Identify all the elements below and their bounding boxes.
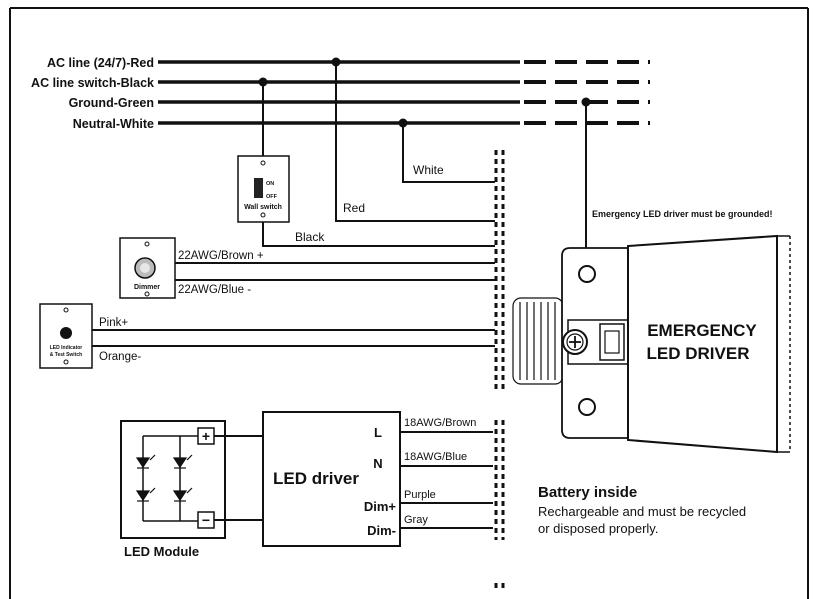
heat-sink xyxy=(512,297,564,385)
led-diodes xyxy=(135,454,193,502)
terminal-dim-minus: Dim- xyxy=(367,523,396,538)
brown18-wire-label: 18AWG/Brown xyxy=(404,417,476,429)
switch-on-label: ON xyxy=(266,181,274,187)
mount-hole-bottom xyxy=(578,398,596,416)
black-wire-label: Black xyxy=(295,230,325,244)
mount-hole-top xyxy=(578,265,596,283)
terminal-n: N xyxy=(373,456,382,471)
blue22-wire-label: 22AWG/Blue - xyxy=(178,284,251,296)
pink-wire-label: Pink+ xyxy=(99,317,128,329)
wall-switch-label: Wall switch xyxy=(244,204,282,211)
minus-sign: − xyxy=(202,512,210,528)
terminal-l: L xyxy=(374,425,382,440)
ground-note: Emergency LED driver must be grounded! xyxy=(592,209,773,219)
junction-boundary xyxy=(494,150,505,590)
neutral-white-label: Neutral-White xyxy=(73,117,154,131)
battery-title: Battery inside xyxy=(538,484,637,501)
ac-line-black-label: AC line switch-Black xyxy=(31,76,154,90)
battery-line-2: or disposed properly. xyxy=(538,521,658,536)
indicator-label-1: LED Indicator xyxy=(50,345,83,351)
led-module: + − LED Module xyxy=(120,420,226,559)
led-module-label: LED Module xyxy=(124,544,199,559)
indicator-label-2: & Test Switch xyxy=(50,352,82,358)
purple-wire-label: Purple xyxy=(404,489,436,501)
brown22-wire-label: 22AWG/Brown + xyxy=(178,250,264,262)
led-indicator-test-switch: LED Indicator & Test Switch xyxy=(39,303,93,369)
wall-switch: ON OFF Wall switch xyxy=(237,155,290,223)
indicator-lamp xyxy=(60,327,72,339)
module-driver-wires xyxy=(214,435,263,521)
gray-wire-label: Gray xyxy=(404,514,428,526)
led-driver: LED driver L N Dim+ Dim- xyxy=(262,411,401,547)
drop-wires xyxy=(92,62,587,529)
ac-line-red-label: AC line (24/7)-Red xyxy=(47,56,154,70)
battery-line-1: Rechargeable and must be recycled xyxy=(538,504,746,519)
red-wire-label: Red xyxy=(343,201,365,215)
emergency-title-1: EMERGENCY xyxy=(647,321,757,340)
frame xyxy=(9,7,809,599)
terminal-dim-plus: Dim+ xyxy=(364,499,397,514)
plus-sign: + xyxy=(202,428,210,444)
white-wire-label: White xyxy=(413,163,444,177)
emergency-title-2: LED DRIVER xyxy=(647,344,750,363)
blue18-wire-label: 18AWG/Blue xyxy=(404,451,467,463)
led-driver-title: LED driver xyxy=(273,469,359,488)
ac-bus-lines xyxy=(158,60,650,125)
dimmer: Dimmer xyxy=(119,237,176,299)
toggle-lever xyxy=(254,178,263,198)
switch-off-label: OFF xyxy=(266,194,278,200)
emergency-led-driver: Emergency LED driver must be grounded! E… xyxy=(512,209,791,454)
orange-wire-label: Orange- xyxy=(99,351,141,363)
dimmer-label: Dimmer xyxy=(134,284,160,291)
ground-green-label: Ground-Green xyxy=(69,96,154,110)
junction-dots xyxy=(258,57,591,128)
battery-note: Battery inside Rechargeable and must be … xyxy=(538,484,746,536)
